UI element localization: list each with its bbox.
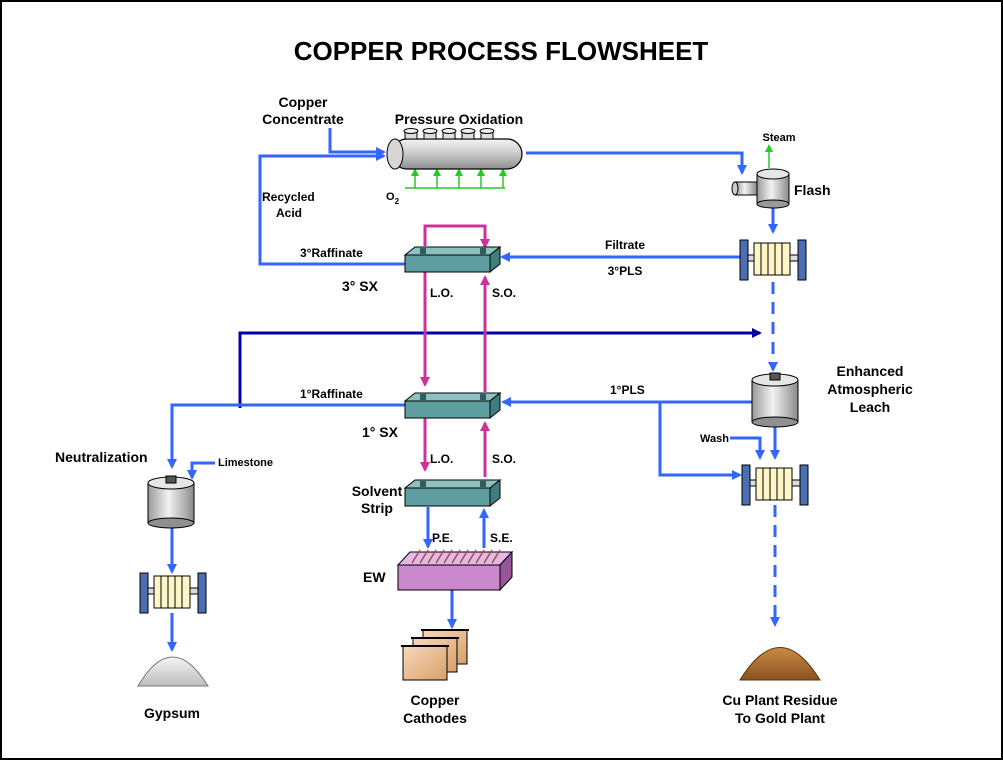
label-ew: EW [363, 569, 386, 585]
flow-raffinate-loop [238, 328, 762, 408]
label-enhanced-1: Enhanced [837, 363, 904, 379]
label-so-upper: S.O. [492, 286, 516, 300]
label-3-sx: 3° SX [342, 278, 379, 294]
label-lo-upper: L.O. [430, 286, 453, 300]
label-3-raffinate: 3°Raffinate [300, 246, 363, 260]
label-pressure-oxidation: Pressure Oxidation [395, 111, 523, 127]
pressure-oxidation-autoclave [386, 128, 523, 170]
flow-autoclave-flash [526, 151, 747, 175]
gypsum-pile [137, 656, 209, 687]
settler-1sx [403, 391, 502, 420]
page-title: COPPER PROCESS FLOWSHEET [294, 36, 709, 66]
label-neutralization: Neutralization [55, 449, 148, 465]
organic-3sx-loop [423, 224, 490, 249]
filter-press-gypsum [139, 572, 207, 614]
labels: Copper Concentrate Pressure Oxidation St… [55, 94, 913, 726]
label-enhanced-2: Atmospheric [827, 381, 913, 397]
flow-concentrate [328, 128, 386, 157]
label-steam: Steam [762, 132, 795, 144]
label-copper-cathodes-1: Copper [411, 692, 461, 708]
flow-lines [167, 128, 780, 652]
label-residue-2: To Gold Plant [735, 710, 825, 726]
label-copper-cathodes-2: Cathodes [403, 710, 467, 726]
label-so-lower: S.O. [492, 452, 516, 466]
label-se: S.E. [490, 531, 513, 545]
label-solvent-strip-2: Strip [361, 500, 393, 516]
label-lo-lower: L.O. [430, 452, 453, 466]
label-enhanced-3: Leach [850, 399, 890, 415]
label-1-sx: 1° SX [362, 424, 399, 440]
label-recycled-acid-2: Acid [276, 206, 302, 220]
oxygen-lines [405, 144, 773, 189]
label-residue-1: Cu Plant Residue [722, 692, 837, 708]
filter-press-lower [741, 464, 809, 506]
label-wash: Wash [700, 433, 729, 445]
settler-3sx [403, 245, 502, 274]
flow-1-raffinate [167, 403, 405, 469]
flow-limestone [187, 461, 215, 480]
label-o2: O2 [386, 191, 400, 206]
flow-wash [730, 436, 765, 460]
electrowinning-cell [396, 549, 514, 592]
enhanced-leach-tank [751, 372, 799, 428]
label-copper-concentrate-2: Concentrate [262, 111, 344, 127]
label-3-pls: 3°PLS [608, 264, 643, 278]
flow-pls-branch [658, 402, 742, 480]
label-gypsum: Gypsum [144, 705, 200, 721]
copper-cathodes [401, 629, 469, 681]
label-copper-concentrate-1: Copper [279, 94, 329, 110]
organic-flows [420, 224, 490, 477]
label-filtrate: Filtrate [605, 238, 645, 252]
residue-pile [739, 647, 821, 681]
flash-tank [731, 168, 790, 209]
filter-press-upper [739, 239, 807, 281]
label-1-pls: 1°PLS [610, 383, 645, 397]
label-limestone: Limestone [218, 457, 273, 469]
settler-solvent-strip [403, 478, 502, 508]
neutralization-tank [147, 475, 195, 529]
label-1-raffinate: 1°Raffinate [300, 387, 363, 401]
label-recycled-acid-1: Recycled [262, 190, 315, 204]
label-flash: Flash [794, 182, 831, 198]
flow-recycled-acid [258, 151, 405, 266]
label-pe: P.E. [432, 531, 453, 545]
label-solvent-strip-1: Solvent [352, 483, 403, 499]
